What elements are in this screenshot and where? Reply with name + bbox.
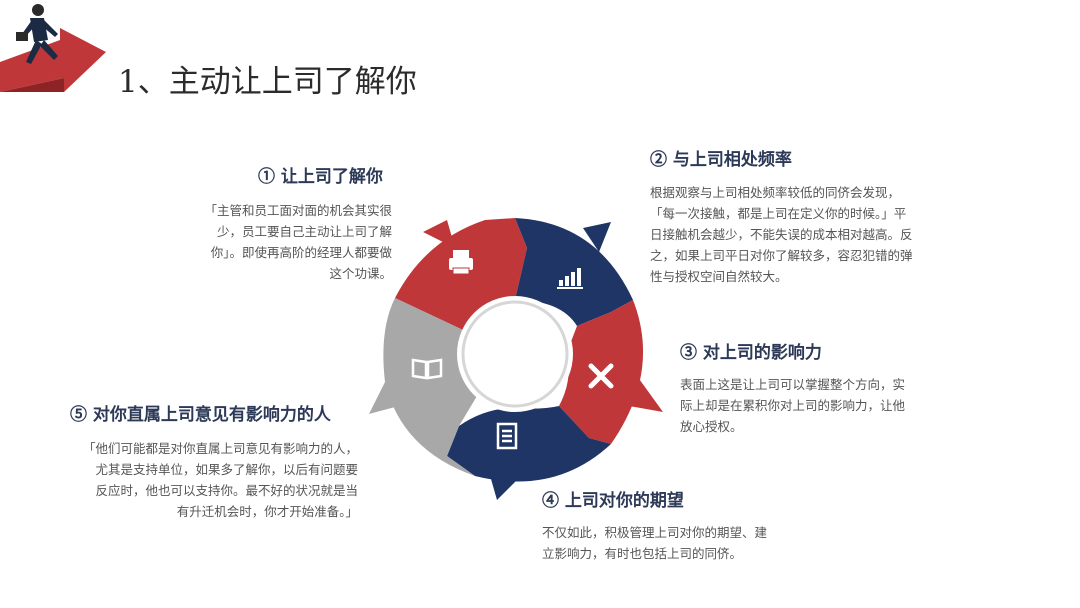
- point-1-heading: ① 让上司了解你: [258, 167, 383, 187]
- point-5-heading: ⑤ 对你直属上司意见有影响力的人: [70, 405, 331, 425]
- point-3-heading: ③ 对上司的影响力: [680, 343, 822, 363]
- page-title: 1、主动让上司了解你: [118, 64, 417, 100]
- segment-5: [383, 298, 477, 476]
- pencil-ruler-icon: [588, 363, 614, 389]
- printer-icon: [449, 250, 473, 275]
- document-icon: [496, 422, 518, 450]
- pointer-triangle: [583, 222, 611, 252]
- point-2-heading: ② 与上司相处频率: [650, 150, 792, 170]
- pointer-triangle: [369, 382, 399, 414]
- running-businessman-logo: [0, 4, 106, 92]
- point-3-description: 表面上这是让上司可以掌握整个方向，实 际上却是在累积你对上司的影响力，让他 放心…: [680, 377, 906, 434]
- point-4-description: 不仅如此，积极管理上司对你的期望、建 立影响力，有时也包括上司的同侪。: [542, 525, 768, 561]
- segment-3: [559, 300, 644, 444]
- point-4-heading: ④ 上司对你的期望: [542, 491, 684, 511]
- point-5-description: 「他们可能都是对你直属上司意见有影响力的人， 尤其是支持单位，如果多了解你，以后…: [82, 441, 358, 519]
- point-2-description: 根据观察与上司相处频率较低的同侪会发现， 「每一次接触，都是上司在定义你的时候。…: [650, 185, 913, 284]
- open-book-icon: [411, 358, 443, 380]
- point-1-description: 「主管和员工面对面的机会其实很 少，员工要自己主动让上司了解 你」。即使再高阶的…: [204, 203, 392, 281]
- five-step-cycle-diagram: [369, 218, 663, 500]
- bar-chart-icon: [557, 268, 583, 289]
- segment-4: [447, 406, 611, 482]
